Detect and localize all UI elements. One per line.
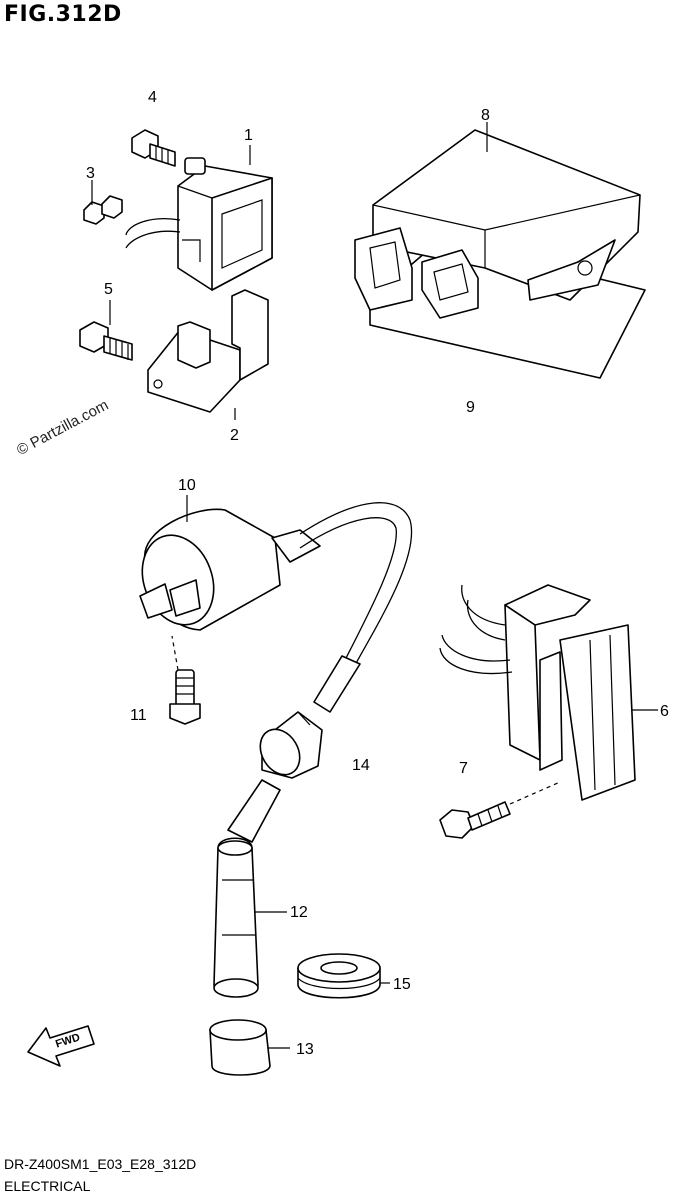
callout-12: 12 [290,904,308,921]
part-bolt-5[interactable] [79,321,133,361]
part-boot-13[interactable] [209,1019,271,1076]
part-regulator[interactable] [439,584,636,801]
callouts: 1 2 3 4 5 6 7 8 9 10 11 12 13 14 15 [86,89,669,1058]
part-relay[interactable] [125,157,273,291]
callout-4: 4 [148,89,157,106]
callout-10: 10 [178,477,196,494]
footer-section: ELECTRICAL [4,1178,91,1194]
callout-11: 11 [130,707,147,724]
leader-lines [91,122,658,1049]
callout-15: 15 [393,976,411,993]
fwd-arrow: FWD [27,1025,95,1067]
footer-model-code: DR-Z400SM1_E03_E28_312D [4,1156,197,1172]
callout-2: 2 [230,427,239,444]
callout-7: 7 [459,760,468,777]
callout-13: 13 [296,1041,314,1058]
callout-3: 3 [86,165,95,182]
part-cdi-unit[interactable] [354,129,646,379]
part-screw-7[interactable] [439,781,561,839]
part-ignition-coil[interactable] [130,502,413,713]
part-seal-14[interactable] [252,711,323,782]
callout-1: 1 [244,127,253,144]
part-bracket[interactable] [147,289,269,413]
part-plug-cap[interactable] [213,779,281,998]
part-cushion-3[interactable] [83,195,123,225]
part-grommet-15[interactable] [297,953,381,999]
callout-5: 5 [104,281,113,298]
figure-title: FIG.312D [4,2,122,27]
callout-8: 8 [481,107,490,124]
callout-14: 14 [352,757,370,774]
part-bolt-4[interactable] [131,129,176,167]
part-bolt-11[interactable] [169,635,201,725]
callout-9: 9 [466,399,475,416]
callout-6: 6 [660,703,669,720]
